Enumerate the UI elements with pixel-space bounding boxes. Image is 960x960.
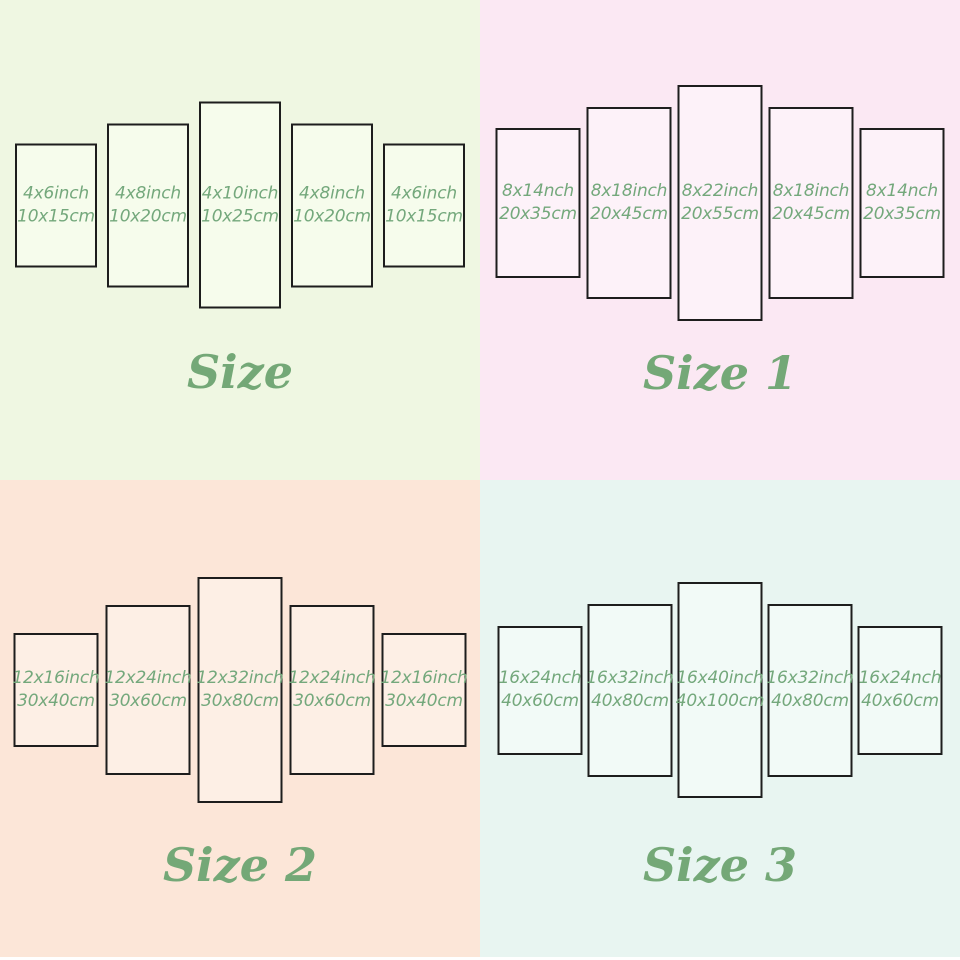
panel-size-label: 4x8inch 10x20cm	[109, 182, 187, 228]
quadrant-size-2: 12x16inch 30x40cm 12x24inch 30x60cm 12x3…	[0, 480, 480, 960]
canvas-panel-4: 12x24inch 30x60cm	[288, 605, 376, 775]
panel-size-inch: 4x6inch	[23, 182, 89, 203]
panel-size-label: 16x24nch 40x60cm	[859, 667, 942, 713]
panel-size-cm: 40x80cm	[591, 691, 669, 711]
quadrant-size: 4x6inch 10x15cm 4x8inch 10x20cm 4x10inch…	[0, 0, 480, 480]
canvas-panel-2: 12x24inch 30x60cm	[104, 605, 192, 775]
canvas-panel-4: 16x32inch 40x80cm	[766, 603, 854, 777]
quadrant-title: Size	[186, 345, 294, 399]
panel-size-inch: 4x8inch	[299, 182, 365, 203]
panel-group: 4x6inch 10x15cm 4x8inch 10x20cm 4x10inch…	[15, 101, 465, 309]
canvas-panel-4: 8x18inch 20x45cm	[768, 107, 854, 299]
panel-size-inch: 4x10inch	[201, 182, 279, 203]
quadrant-size-3: 16x24nch 40x60cm 16x32inch 40x80cm 16x40…	[480, 480, 960, 960]
panel-size-cm: 20x45cm	[772, 204, 850, 224]
panel-size-label: 4x8inch 10x20cm	[293, 182, 371, 228]
canvas-panel-5: 16x24nch 40x60cm	[857, 625, 943, 755]
panel-size-cm: 10x20cm	[109, 206, 187, 226]
panel-size-cm: 30x40cm	[17, 691, 95, 711]
panel-size-cm: 30x40cm	[385, 691, 463, 711]
panel-size-inch: 8x22inch	[681, 180, 759, 201]
panel-size-label: 16x24nch 40x60cm	[499, 667, 582, 713]
panel-size-label: 12x16inch 30x40cm	[12, 667, 99, 713]
panel-size-label: 16x40inch 40x100cm	[675, 667, 765, 713]
canvas-panel-2: 4x8inch 10x20cm	[107, 123, 189, 287]
panel-size-inch: 12x24inch	[104, 667, 192, 688]
canvas-panel-3: 16x40inch 40x100cm	[675, 582, 765, 798]
panel-size-cm: 10x20cm	[293, 206, 371, 226]
canvas-panel-5: 12x16inch 30x40cm	[380, 633, 468, 747]
panel-size-cm: 20x45cm	[590, 204, 668, 224]
canvas-panel-5: 8x14nch 20x35cm	[859, 128, 945, 278]
panel-size-inch: 12x16inch	[380, 667, 468, 688]
panel-group: 12x16inch 30x40cm 12x24inch 30x60cm 12x3…	[12, 577, 468, 803]
canvas-panel-2: 8x18inch 20x45cm	[586, 107, 672, 299]
bottom-edge-strip	[0, 957, 960, 960]
canvas-panel-3: 12x32inch 30x80cm	[196, 577, 284, 803]
panel-size-label: 4x6inch 10x15cm	[17, 182, 95, 228]
canvas-panel-4: 4x8inch 10x20cm	[291, 123, 373, 287]
panel-size-label: 8x22inch 20x55cm	[681, 180, 759, 226]
panel-size-inch: 16x24nch	[858, 667, 942, 688]
quadrant-size-1: 8x14nch 20x35cm 8x18inch 20x45cm 8x22inc…	[480, 0, 960, 480]
panel-size-inch: 4x8inch	[115, 182, 181, 203]
panel-size-cm: 20x35cm	[863, 204, 941, 224]
panel-size-inch: 8x14nch	[501, 180, 574, 201]
panel-size-cm: 30x60cm	[293, 691, 371, 711]
panel-size-cm: 40x80cm	[771, 691, 849, 711]
panel-size-label: 4x6inch 10x15cm	[385, 182, 463, 228]
panel-size-cm: 40x60cm	[501, 691, 579, 711]
canvas-panel-3: 4x10inch 10x25cm	[199, 101, 281, 309]
canvas-panel-1: 12x16inch 30x40cm	[12, 633, 100, 747]
panel-size-inch: 12x16inch	[12, 667, 100, 688]
panel-size-label: 16x32inch 40x80cm	[586, 667, 673, 713]
panel-group: 16x24nch 40x60cm 16x32inch 40x80cm 16x40…	[497, 582, 943, 798]
canvas-panel-1: 16x24nch 40x60cm	[497, 625, 583, 755]
panel-size-label: 8x18inch 20x45cm	[772, 180, 850, 226]
panel-size-cm: 40x60cm	[861, 691, 939, 711]
canvas-panel-3: 8x22inch 20x55cm	[677, 85, 763, 321]
panel-size-inch: 4x6inch	[391, 182, 457, 203]
panel-size-inch: 16x32inch	[586, 667, 674, 688]
panel-size-label: 8x14nch 20x35cm	[863, 180, 941, 226]
panel-size-cm: 30x60cm	[109, 691, 187, 711]
quadrant-title: Size 2	[162, 838, 318, 892]
panel-size-inch: 16x40inch	[676, 667, 764, 688]
panel-size-inch: 16x32inch	[766, 667, 854, 688]
canvas-panel-2: 16x32inch 40x80cm	[586, 603, 674, 777]
panel-size-label: 12x16inch 30x40cm	[380, 667, 467, 713]
panel-size-cm: 20x35cm	[499, 204, 577, 224]
panel-group: 8x14nch 20x35cm 8x18inch 20x45cm 8x22inc…	[495, 85, 945, 321]
canvas-panel-5: 4x6inch 10x15cm	[383, 143, 465, 267]
panel-size-label: 12x24inch 30x60cm	[288, 667, 375, 713]
panel-size-cm: 10x15cm	[17, 206, 95, 226]
panel-size-label: 4x10inch 10x25cm	[201, 182, 279, 228]
panel-size-inch: 12x32inch	[196, 667, 284, 688]
panel-size-cm: 40x100cm	[675, 691, 765, 711]
panel-size-label: 12x24inch 30x60cm	[104, 667, 191, 713]
canvas-panel-1: 4x6inch 10x15cm	[15, 143, 97, 267]
panel-size-cm: 10x15cm	[385, 206, 463, 226]
quadrant-title: Size 1	[642, 346, 798, 400]
panel-size-label: 8x18inch 20x45cm	[590, 180, 668, 226]
panel-size-label: 8x14nch 20x35cm	[499, 180, 577, 226]
canvas-panel-1: 8x14nch 20x35cm	[495, 128, 581, 278]
panel-size-label: 16x32inch 40x80cm	[766, 667, 853, 713]
panel-size-inch: 8x18inch	[590, 180, 668, 201]
quadrant-title: Size 3	[642, 838, 798, 892]
panel-size-cm: 10x25cm	[201, 206, 279, 226]
panel-size-inch: 8x14nch	[865, 180, 938, 201]
panel-size-inch: 16x24nch	[498, 667, 582, 688]
panel-size-label: 12x32inch 30x80cm	[196, 667, 283, 713]
panel-size-inch: 12x24inch	[288, 667, 376, 688]
panel-size-cm: 30x80cm	[201, 691, 279, 711]
panel-size-inch: 8x18inch	[772, 180, 850, 201]
panel-size-cm: 20x55cm	[681, 204, 759, 224]
